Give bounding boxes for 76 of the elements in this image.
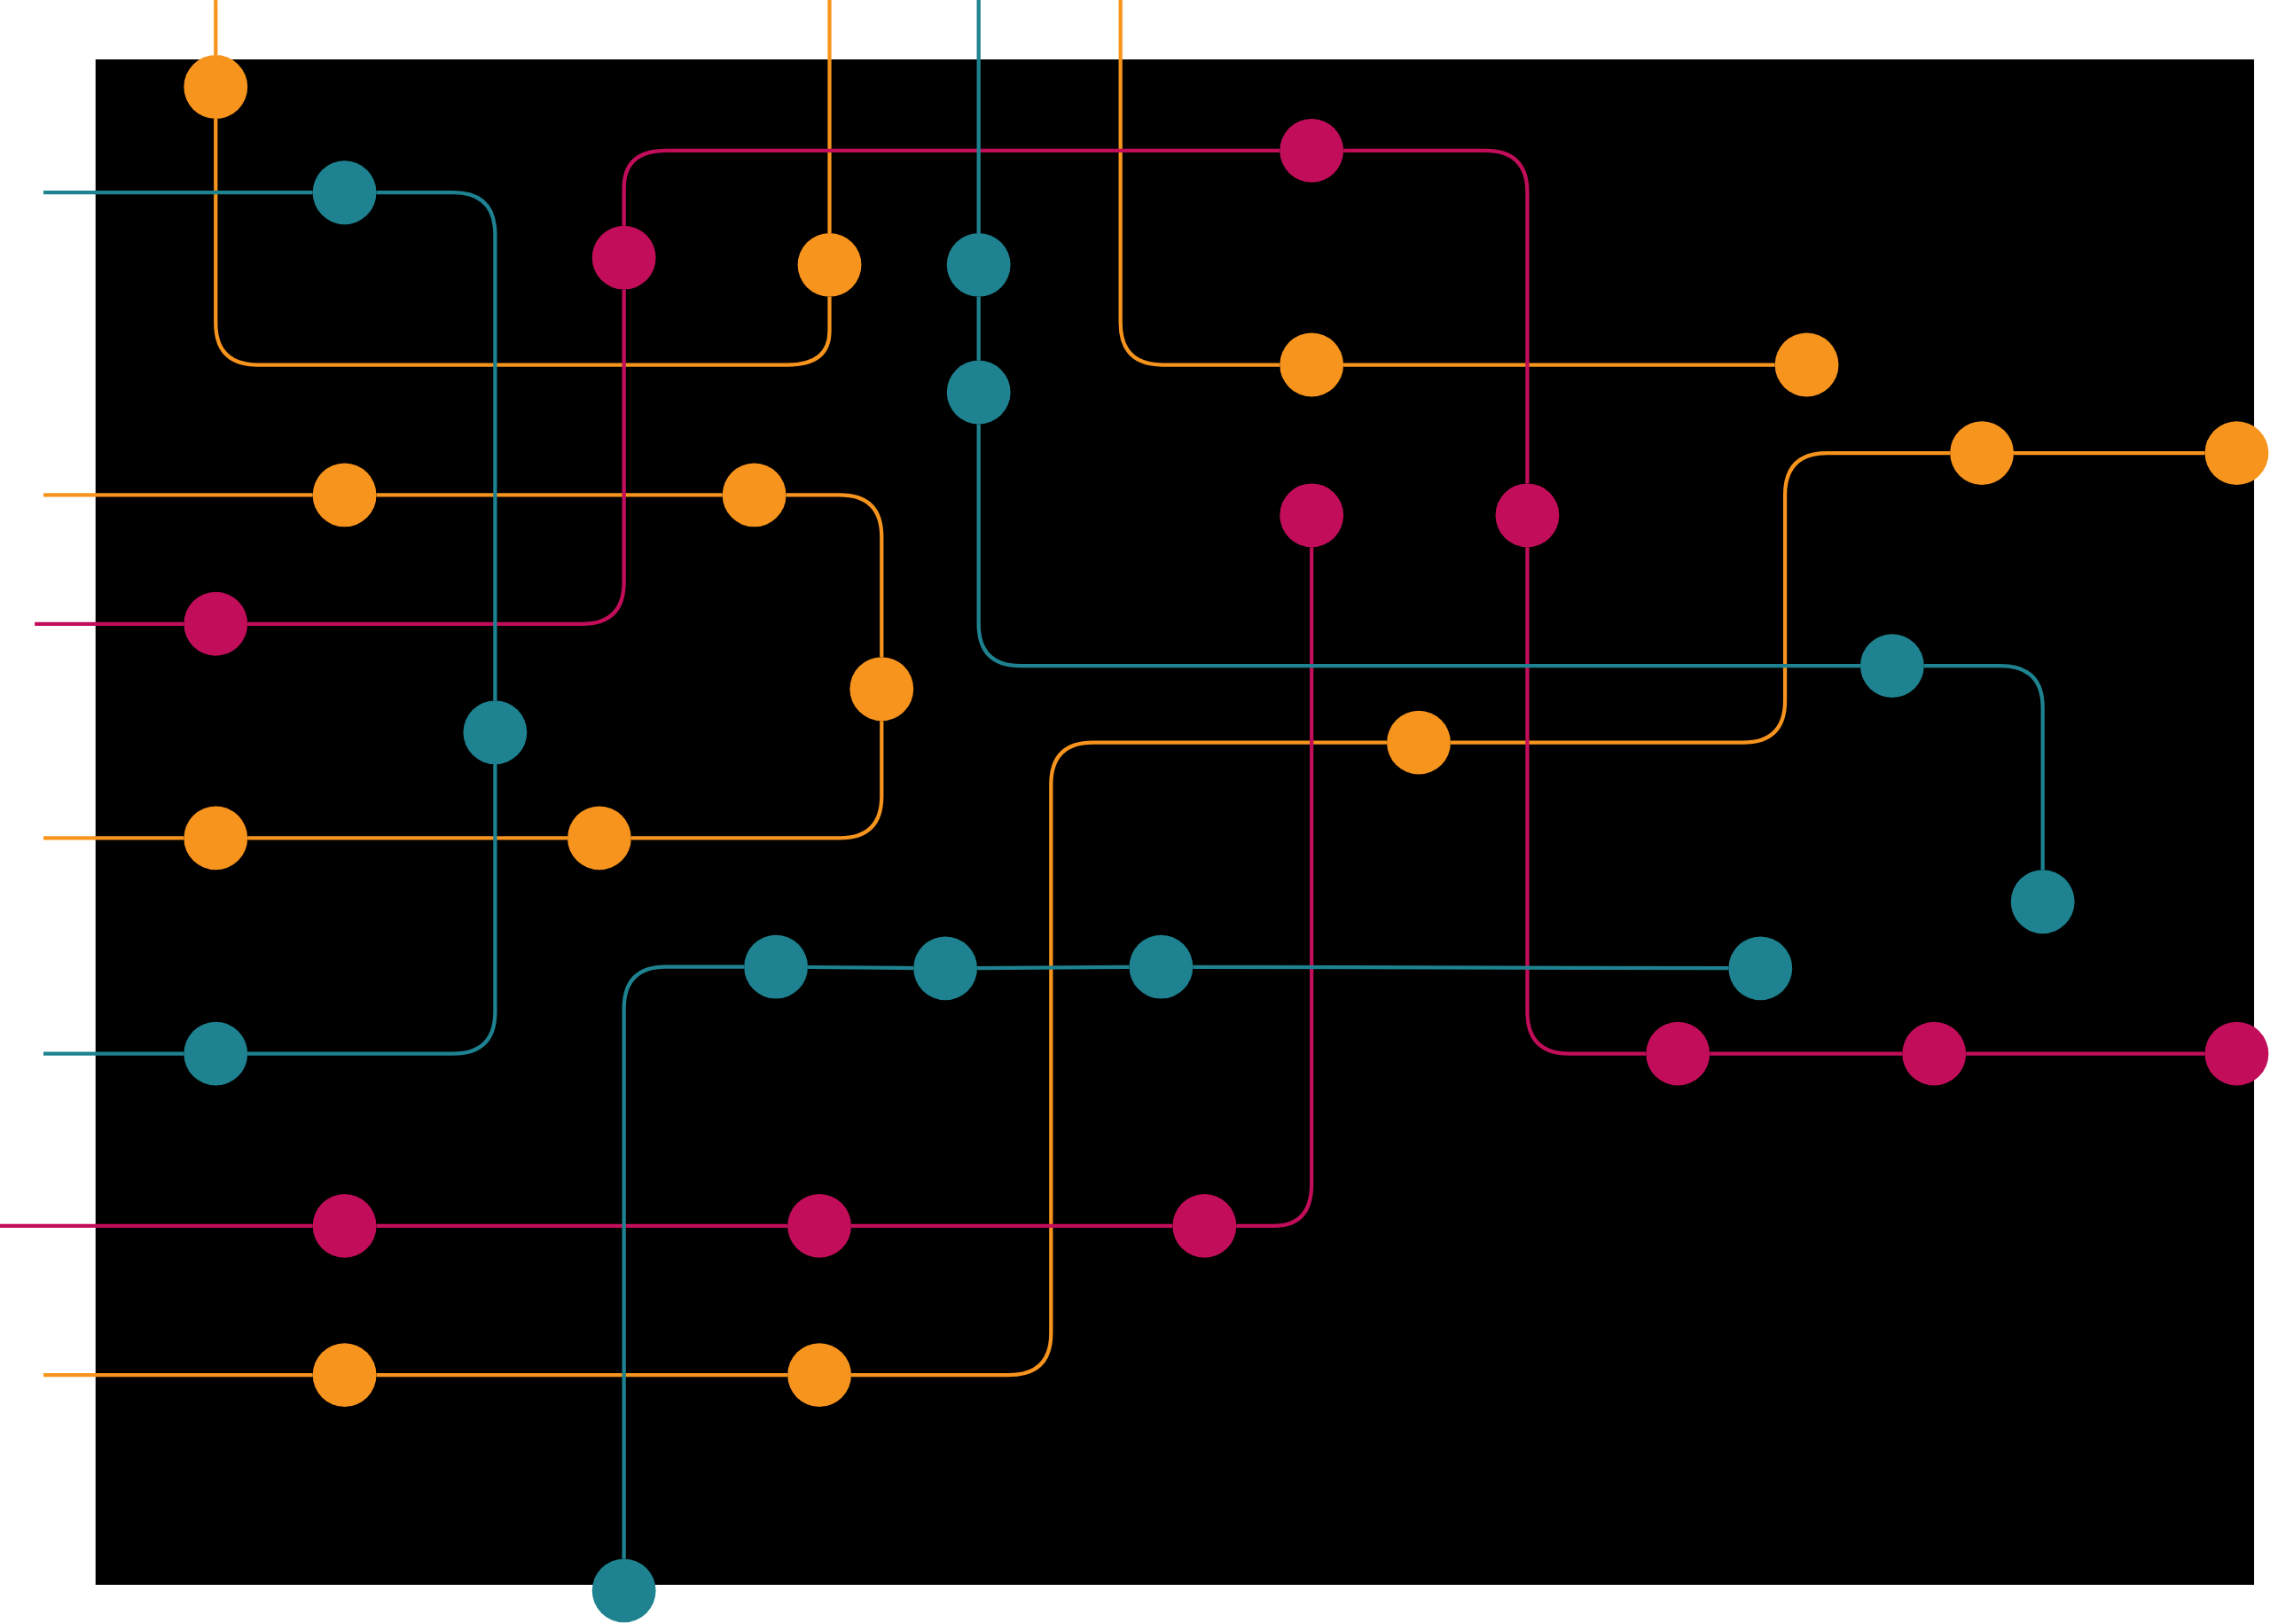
station-dot	[1172, 1194, 1237, 1258]
connector-line	[1343, 363, 1775, 367]
connector-line	[376, 1373, 788, 1378]
connector-line	[1966, 1051, 2205, 1056]
connector-line	[43, 191, 313, 195]
station-dot	[591, 225, 656, 290]
connector-line	[1343, 148, 1530, 484]
connector-line	[376, 191, 497, 701]
station-dot	[2010, 870, 2075, 934]
station-dot	[1646, 1021, 1710, 1086]
station-dot	[568, 806, 631, 871]
station-dot	[797, 232, 862, 297]
connector-line	[2014, 451, 2205, 456]
connector-line	[1193, 964, 1729, 971]
station-dot	[312, 463, 377, 527]
station-dot	[1387, 710, 1451, 775]
station-dot	[312, 160, 377, 225]
connector-line	[851, 740, 1388, 1378]
station-dot	[1129, 934, 1194, 999]
station-dot	[722, 463, 787, 527]
station-dot	[2204, 421, 2269, 485]
station-dot	[1950, 421, 2014, 485]
station-dot	[184, 55, 248, 119]
station-dot	[463, 700, 528, 765]
connector-line	[977, 964, 1130, 971]
connector-line	[622, 148, 1280, 226]
connector-line	[976, 296, 981, 361]
connector-line	[43, 1373, 313, 1378]
connector-line	[851, 1223, 1173, 1229]
connector-line	[976, 0, 981, 233]
connector-line	[35, 621, 184, 626]
station-dot	[312, 1194, 377, 1258]
station-dot	[1280, 483, 1344, 548]
connector-line	[976, 424, 1860, 668]
station-dot	[744, 934, 808, 999]
station-dot	[1774, 332, 1839, 397]
station-dot	[1280, 332, 1344, 397]
connector-line	[247, 764, 497, 1056]
connector-line	[1710, 1051, 1903, 1056]
connector-line	[1118, 0, 1280, 367]
connector-line	[1450, 451, 1951, 745]
connector-line	[43, 493, 313, 497]
connector-line	[43, 836, 184, 840]
connector-line	[630, 721, 884, 840]
station-dot	[1902, 1021, 1967, 1086]
station-dot	[1728, 936, 1793, 1001]
station-dot	[2204, 1021, 2269, 1086]
connector-line	[786, 493, 884, 658]
connector-line	[1525, 547, 1647, 1056]
station-dot	[946, 232, 1011, 297]
connector-line	[376, 1223, 788, 1229]
connector-line	[1236, 547, 1314, 1229]
station-dot	[184, 591, 248, 656]
station-dot	[184, 1021, 248, 1086]
connector-line	[247, 289, 626, 626]
station-dot	[946, 360, 1011, 425]
station-dot	[184, 806, 248, 871]
station-dot	[1859, 634, 1924, 698]
connector-line	[43, 1051, 184, 1056]
station-dot	[312, 1343, 377, 1407]
station-dot	[787, 1194, 851, 1258]
station-dot	[787, 1343, 851, 1407]
connector-line	[827, 0, 832, 233]
connector-line	[214, 0, 218, 56]
station-dot	[591, 1558, 656, 1623]
connector-line	[214, 118, 832, 367]
connector-line	[376, 493, 723, 497]
connector-line	[0, 1223, 313, 1229]
station-dot	[913, 936, 978, 1001]
station-dot	[1280, 118, 1344, 183]
connector-line	[247, 836, 568, 840]
connector-line	[622, 964, 745, 1559]
connector-line	[808, 964, 914, 971]
station-dot	[1495, 483, 1560, 548]
connector-line	[1923, 664, 2045, 871]
station-dot	[849, 657, 914, 722]
